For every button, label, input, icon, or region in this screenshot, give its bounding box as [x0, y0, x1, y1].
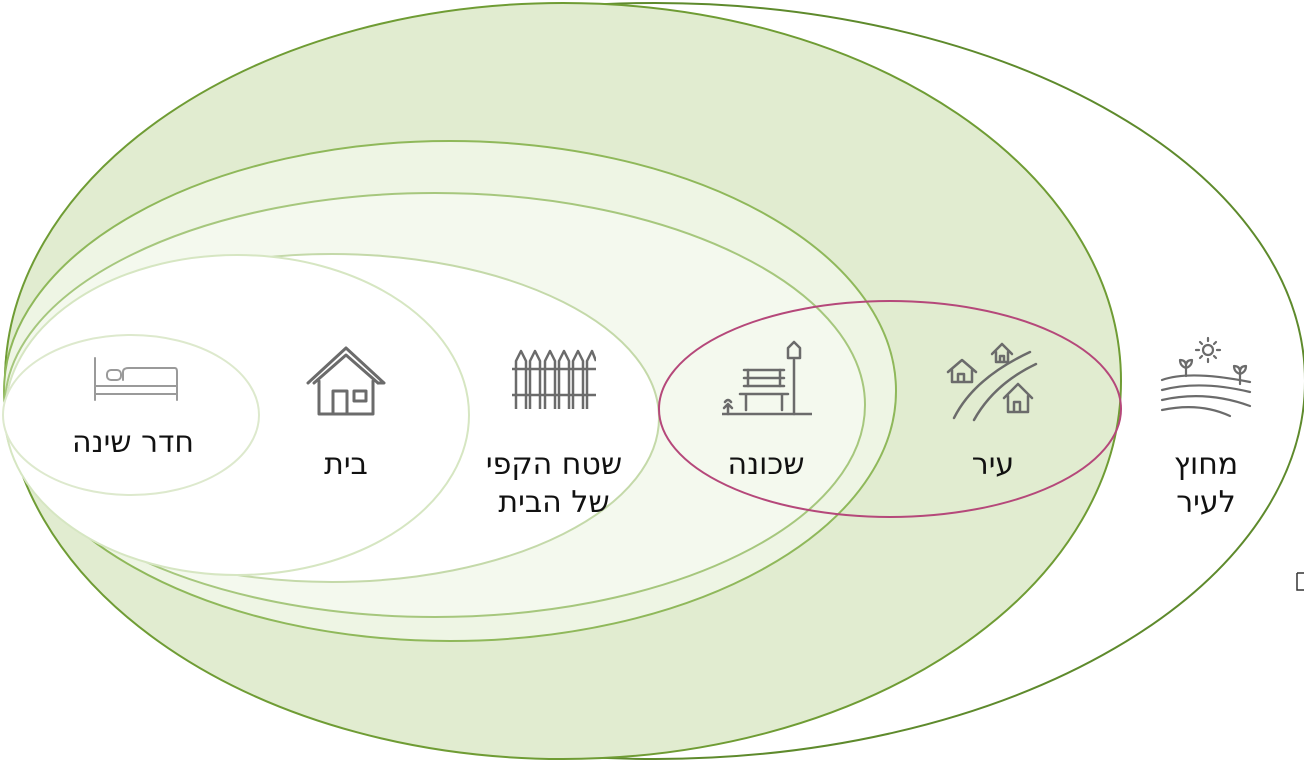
label-bedroom-line-1: חדר שינה — [71, 425, 195, 460]
house-icon — [305, 345, 387, 421]
label-home-line-1: בית — [324, 447, 368, 482]
label-neighborhood: שכונה — [706, 446, 826, 484]
label-city: עיר — [948, 446, 1038, 484]
countryside-icon — [1160, 336, 1252, 422]
edge-marker — [1296, 572, 1304, 591]
park-bench-icon — [720, 340, 814, 422]
ring-neighborhood-highlight — [658, 300, 1122, 518]
city-road-icon — [944, 338, 1038, 426]
label-yard-line-1: שטח הקפי — [485, 447, 623, 482]
label-outside-city-line-1: מחוץ — [1173, 447, 1239, 482]
fence-icon — [512, 347, 598, 415]
label-city-line-1: עיר — [971, 447, 1015, 482]
label-yard-line-2: של הבית — [498, 485, 610, 520]
label-yard: שטח הקפי של הבית — [468, 446, 640, 522]
label-outside-city-line-2: לעיר — [1176, 485, 1236, 520]
label-home: בית — [296, 446, 396, 484]
ring-bedroom — [2, 334, 260, 496]
bed-icon — [93, 356, 179, 406]
label-outside-city: מחוץ לעיר — [1158, 446, 1254, 522]
label-bedroom: חדר שינה — [48, 424, 218, 462]
label-neighborhood-line-1: שכונה — [727, 447, 805, 482]
